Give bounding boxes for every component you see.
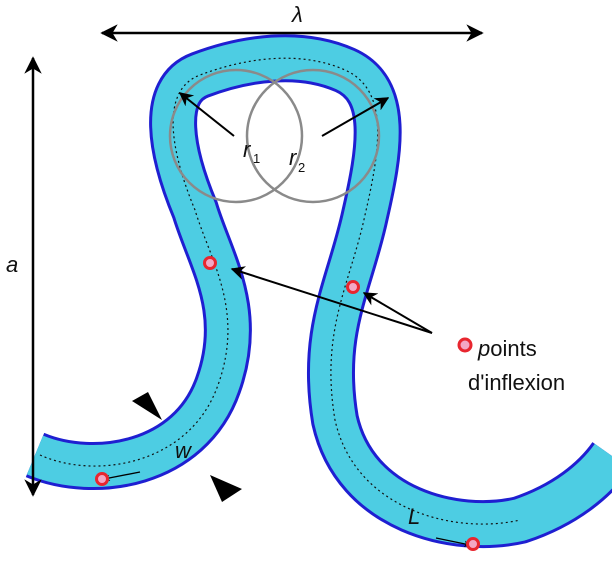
- radius2-arrow: [321, 97, 390, 137]
- width-arrow-top: [132, 392, 162, 420]
- length-label: L: [408, 504, 420, 529]
- legend-line1: points: [477, 336, 537, 361]
- width-label: w: [175, 438, 193, 463]
- curvature-circle-1: [168, 68, 304, 204]
- river-channel: [25, 34, 612, 549]
- legend-p: p: [477, 336, 490, 361]
- pointer-arrow-right: [362, 292, 433, 334]
- amplitude-label: a: [6, 252, 18, 277]
- inflection-point: [466, 537, 480, 551]
- radius2-label: r: [289, 145, 298, 170]
- centerline-arrow-right: [435, 537, 471, 548]
- radius2-subscript: 2: [298, 160, 305, 175]
- legend-inflection-marker: [457, 337, 473, 353]
- width-arrow-bottom: [210, 475, 242, 502]
- legend-line1-rest: oints: [490, 336, 536, 361]
- radius1-label: r: [243, 137, 252, 162]
- radius1-subscript: 1: [253, 151, 260, 166]
- inflection-point: [203, 256, 217, 270]
- wavelength-label: λ: [291, 2, 303, 27]
- inflection-points: [95, 256, 480, 551]
- pointer-arrow-left: [230, 266, 433, 334]
- curvature-circle-2: [245, 68, 381, 204]
- radius1-arrow: [178, 92, 235, 137]
- legend-line2: d'inflexion: [468, 370, 565, 395]
- inflection-point: [346, 280, 360, 294]
- inflection-point: [95, 472, 109, 486]
- centerline-arrow-left: [103, 471, 141, 482]
